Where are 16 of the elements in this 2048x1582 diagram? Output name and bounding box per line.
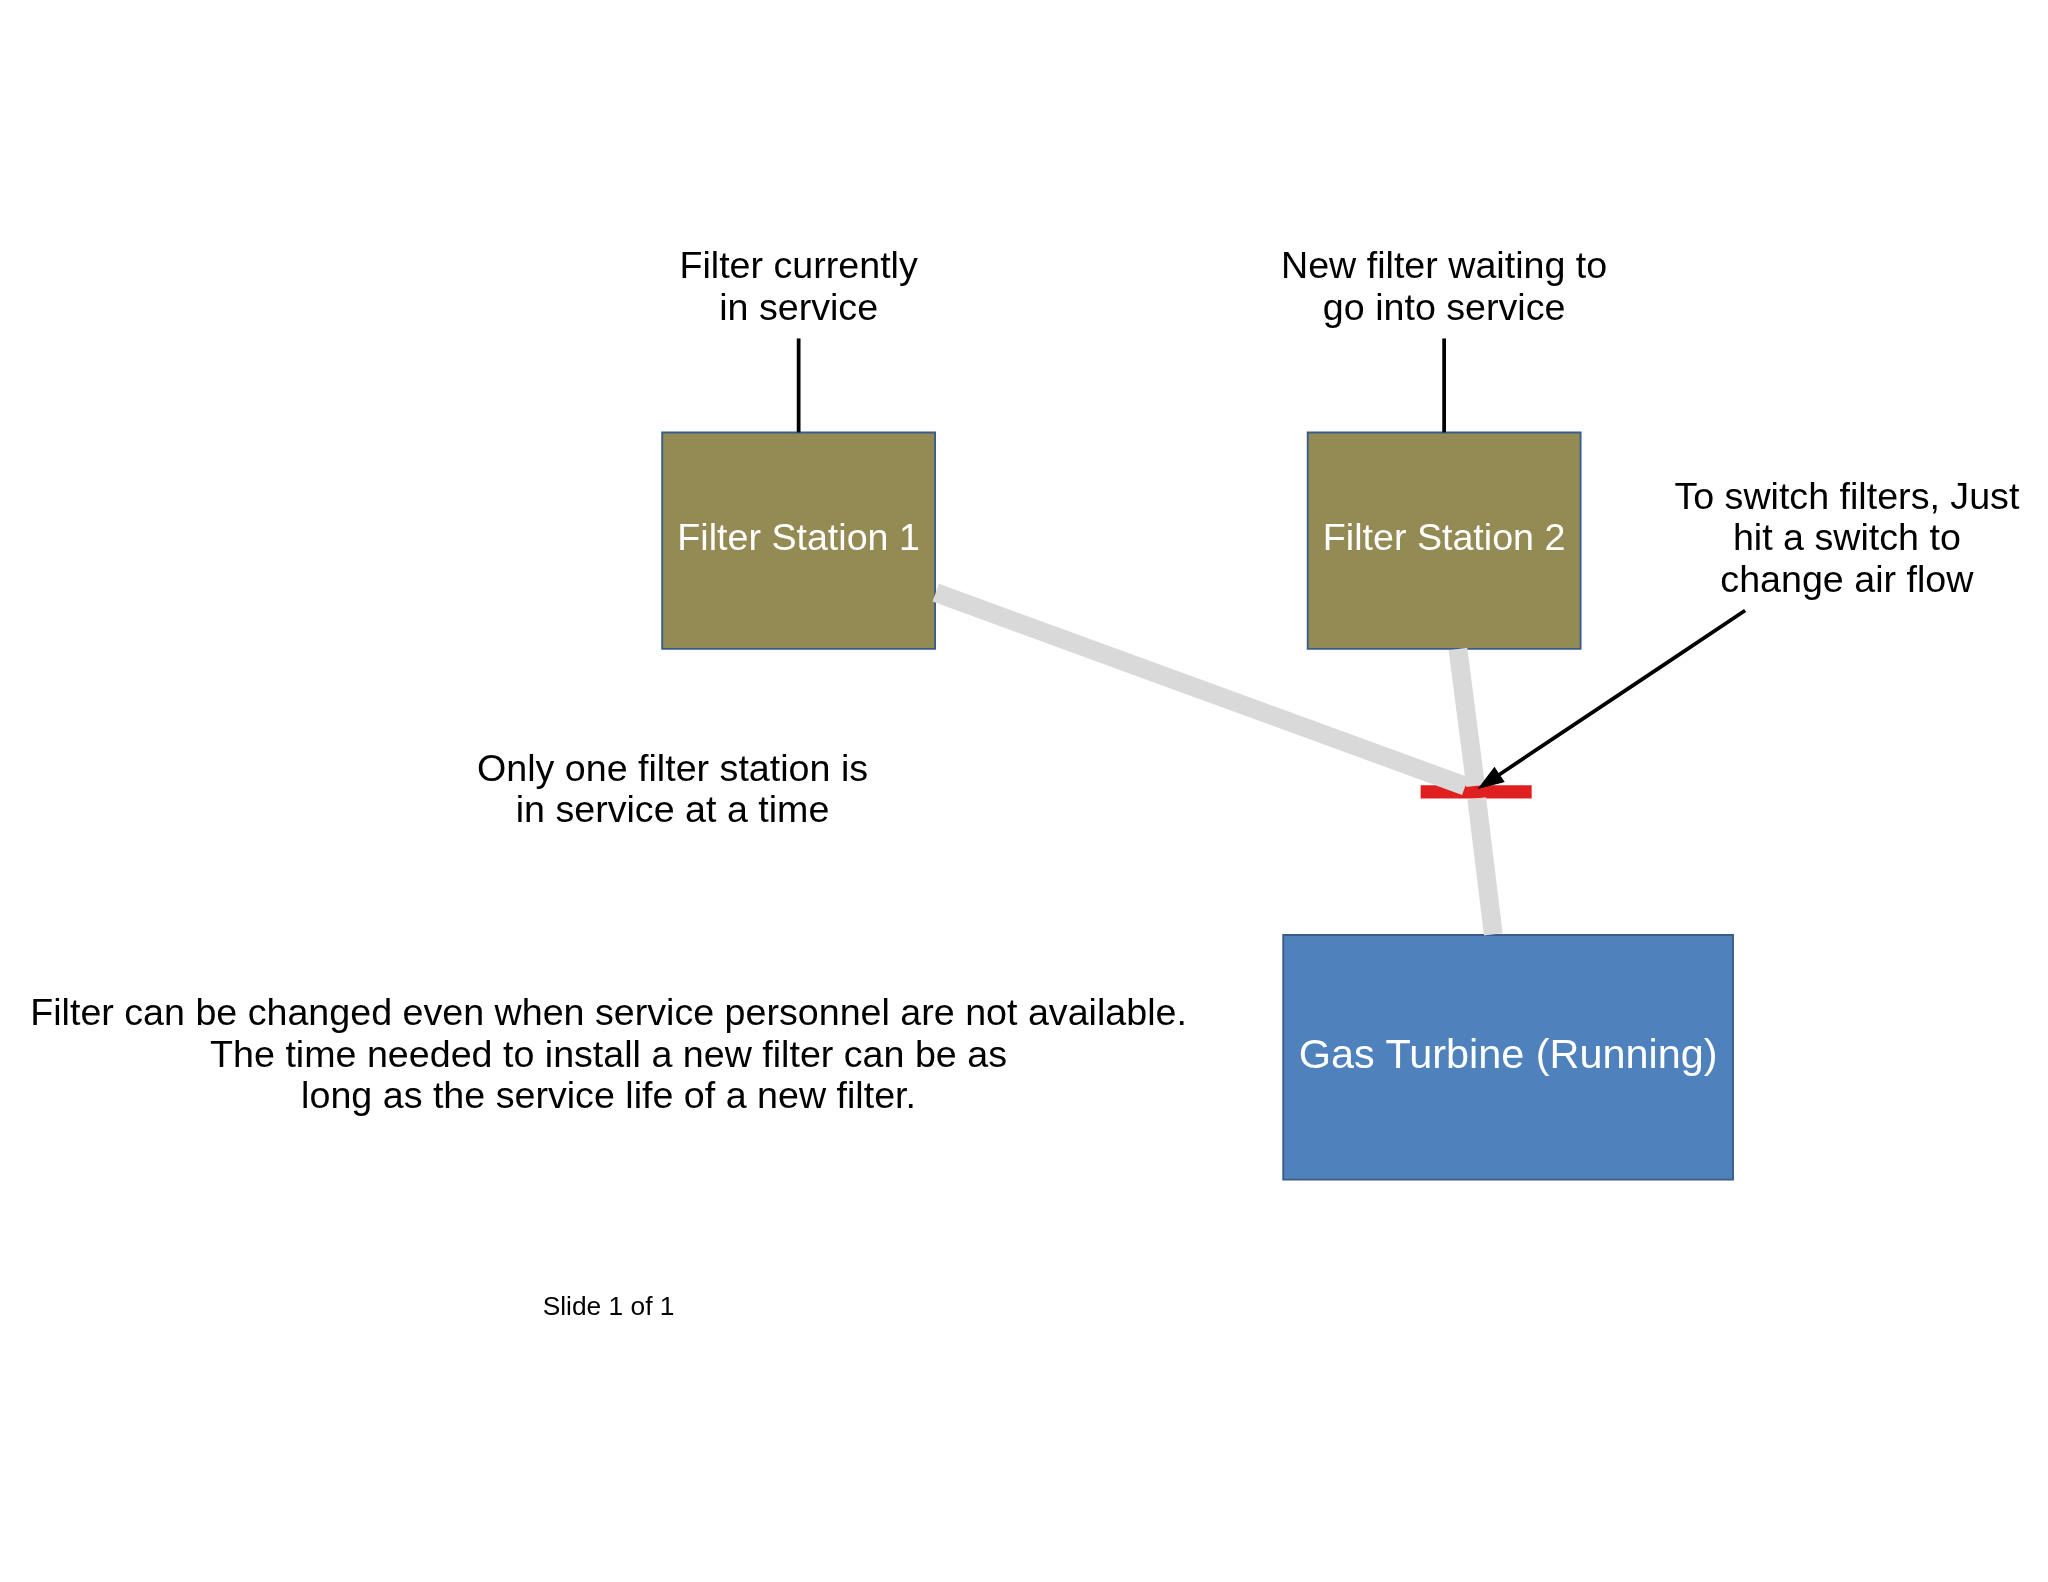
node-text: To switch filters, Just hit a switch to change air flow — [1674, 474, 2020, 600]
connector — [1448, 647, 1485, 788]
node-text: Filter currently in service — [679, 244, 918, 328]
node-box: Filter Station 1 — [661, 431, 937, 650]
node-box: Filter Station 2 — [1306, 431, 1582, 650]
arrow — [1477, 608, 1747, 790]
connector — [1467, 797, 1503, 936]
connector — [932, 583, 1469, 795]
node-text: New filter waiting to go into service — [1281, 244, 1608, 328]
label: Filter can be changed even when service personnel are not available. The time needed to install a new filter can be as long as the service life of a new filter. — [30, 991, 1187, 1117]
label: Only one filter station is in service at a time — [477, 746, 869, 831]
label: Slide 1 of 1 — [542, 1290, 675, 1321]
connector — [1442, 338, 1447, 433]
node-box: Gas Turbine (Running) — [1282, 934, 1734, 1181]
connector — [796, 338, 801, 433]
node-bar — [1420, 785, 1532, 799]
